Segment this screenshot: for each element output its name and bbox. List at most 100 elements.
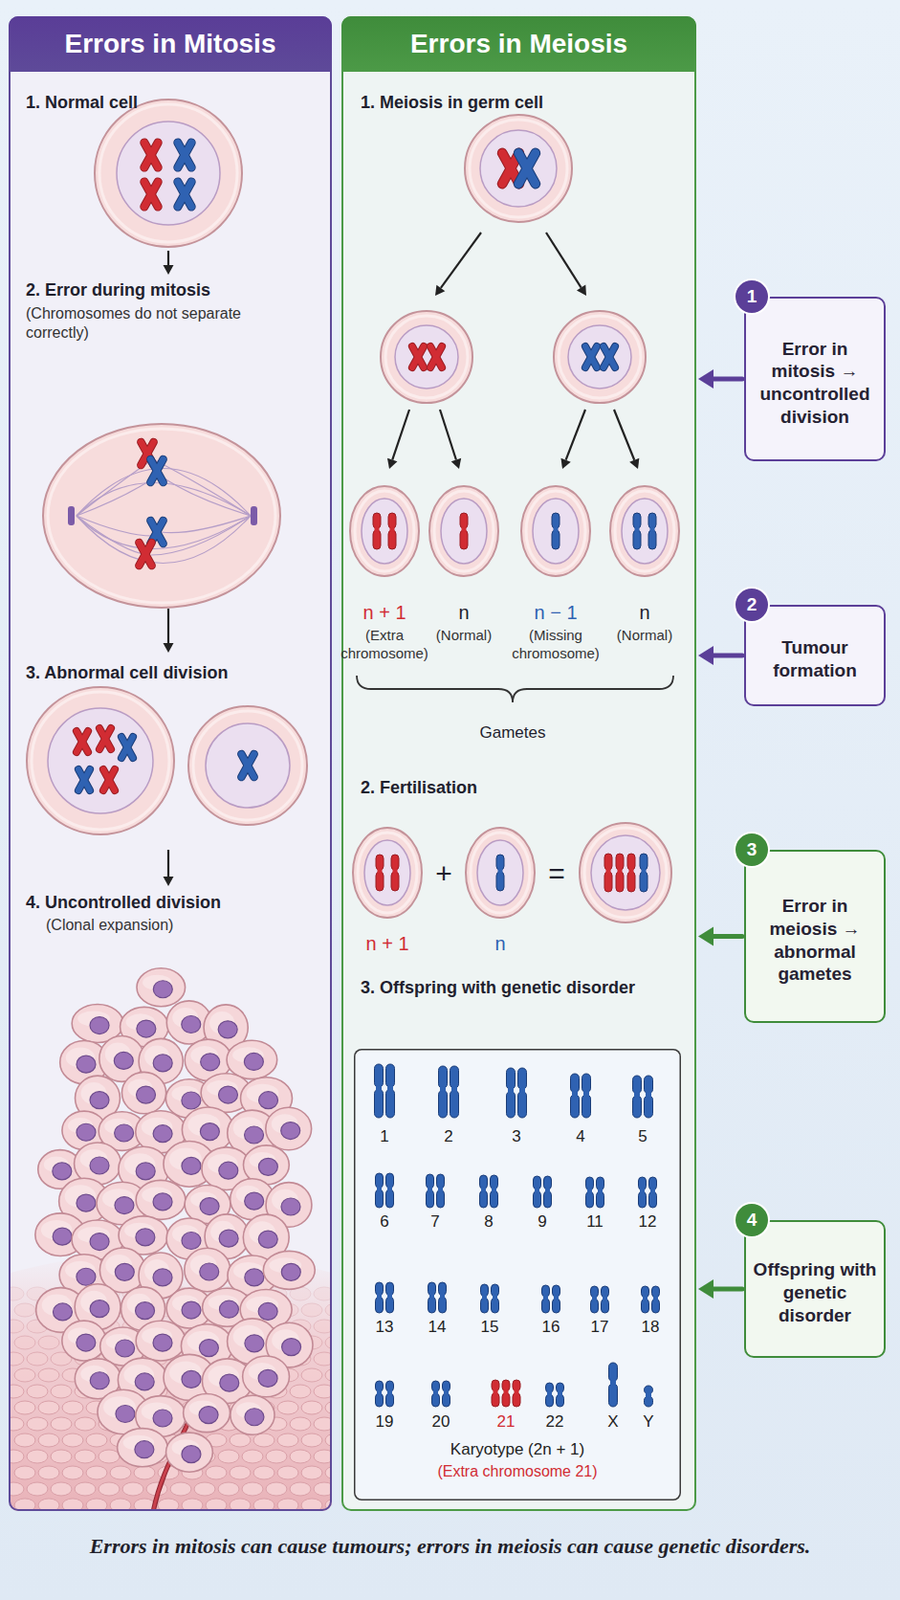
karyotype-chromosomes xyxy=(570,1073,580,1093)
cell-illustration xyxy=(99,104,238,242)
tumour-illustration xyxy=(325,1400,332,1414)
karyotype-chromosomes xyxy=(638,1190,647,1208)
tumour-illustration xyxy=(89,1299,110,1318)
karyotype-chromosomes xyxy=(609,1382,618,1406)
karyotype-chromosomes xyxy=(374,1088,384,1118)
cell-illustration xyxy=(603,346,615,368)
cell-illustration xyxy=(47,428,276,603)
tumour-illustration xyxy=(229,1497,251,1511)
karyotype-caption: Karyotype (2n + 1) xyxy=(450,1439,585,1459)
cell-illustration xyxy=(395,325,459,389)
cell-illustration xyxy=(26,686,175,835)
tumour-illustration xyxy=(89,1371,110,1389)
tumour-illustration xyxy=(258,1157,278,1175)
cell-illustration xyxy=(650,526,656,532)
karyotype-fill xyxy=(353,1048,681,1500)
tumour-illustration xyxy=(253,1497,275,1511)
karyotype-chromosomes xyxy=(432,1392,440,1406)
cell-illustration xyxy=(617,868,623,874)
cell-illustration xyxy=(385,315,468,398)
cell-illustration xyxy=(553,310,646,403)
tumour-illustration xyxy=(277,1465,299,1479)
tumour-illustration xyxy=(135,1228,155,1246)
chromosome-number: X xyxy=(607,1411,618,1431)
flow-arrow xyxy=(167,849,170,877)
chromosome-number: 9 xyxy=(537,1211,547,1231)
chromosome-number: 3 xyxy=(511,1126,521,1146)
tumour-illustration xyxy=(282,1338,302,1356)
karyotype-chromosomes xyxy=(439,1089,448,1118)
label: n − 1 xyxy=(533,600,577,625)
cell-illustration xyxy=(177,181,192,207)
tumour-illustration xyxy=(26,1481,48,1495)
callout-arrow xyxy=(698,645,743,665)
flow-arrow xyxy=(167,608,170,643)
karyotype-chromosomes xyxy=(512,1379,521,1391)
tumour-illustration xyxy=(218,1448,240,1463)
karyotype-chromosomes xyxy=(439,1065,448,1088)
cell-illustration xyxy=(412,346,424,368)
tumour-illustration xyxy=(14,1497,36,1511)
tumour-illustration xyxy=(8,1481,24,1495)
flow-arrow xyxy=(163,264,175,275)
karyotype-chromosomes xyxy=(592,1295,597,1300)
callout-box: Tumour formation2 xyxy=(744,604,886,706)
chromosome-number: 21 xyxy=(497,1411,516,1431)
cell-illustration xyxy=(635,526,640,532)
tumour-illustration xyxy=(313,1481,332,1495)
cell-illustration xyxy=(151,515,251,555)
tumour-illustration xyxy=(199,1122,220,1141)
karyotype-chromosomes xyxy=(386,1392,395,1406)
cell-illustration xyxy=(76,478,154,516)
label: (Normal) xyxy=(419,626,508,645)
tumour-illustration xyxy=(26,1383,48,1398)
karyotype-chromosomes xyxy=(545,1186,550,1192)
cell-illustration xyxy=(99,727,111,749)
tumour-illustration xyxy=(98,1481,120,1495)
tumour-illustration xyxy=(153,980,173,998)
tumour-illustration xyxy=(301,1497,323,1511)
cell-illustration xyxy=(193,710,303,820)
tumour-illustration xyxy=(265,1481,287,1495)
karyotype-chromosomes xyxy=(374,1063,660,1406)
tumour-illustration xyxy=(14,1400,36,1414)
tumour-illustration xyxy=(229,1465,251,1479)
tumour-illustration xyxy=(183,1392,231,1431)
label: (Chromosomes do not separate correctly) xyxy=(25,304,242,343)
karyotype-chromosomes xyxy=(439,1295,447,1313)
karyotype-chromosomes xyxy=(376,1185,382,1191)
callout-number-text: 3 xyxy=(746,837,758,861)
cell-illustration xyxy=(177,142,192,168)
flow-arrow xyxy=(439,409,457,460)
tumour-illustration xyxy=(135,1179,186,1219)
karyotype-chromosomes xyxy=(601,1285,610,1297)
tumour-illustration xyxy=(301,1302,323,1317)
karyotype-chromosomes xyxy=(439,1281,447,1295)
karyotype-chromosomes xyxy=(386,1063,396,1087)
tumour-illustration xyxy=(301,1367,323,1382)
tumour-illustration xyxy=(115,1404,135,1423)
tumour-illustration xyxy=(219,1299,239,1318)
karyotype-chromosomes xyxy=(386,1295,395,1313)
karyotype-chromosomes xyxy=(610,1379,616,1384)
karyotype-chromosomes xyxy=(583,1090,590,1096)
tumour-illustration xyxy=(38,1335,60,1349)
chromosome-number: 18 xyxy=(641,1317,660,1337)
karyotype-chromosomes xyxy=(490,1174,499,1188)
cell-illustration xyxy=(47,707,154,813)
karyotype-chromosomes xyxy=(582,1073,592,1093)
tumour-illustration xyxy=(263,1250,315,1289)
cell-illustration xyxy=(375,854,384,870)
tumour-illustration xyxy=(325,1465,332,1479)
chromosome-number: 2 xyxy=(443,1126,453,1146)
karyotype-chromosomes xyxy=(639,1187,645,1193)
callout-arrow xyxy=(711,653,743,659)
cell-illustration xyxy=(460,529,468,549)
flow-arrow xyxy=(566,409,586,461)
chromosome-number: 20 xyxy=(432,1411,451,1431)
tumour-illustration xyxy=(98,1448,120,1463)
tumour-illustration xyxy=(198,1405,219,1424)
karyotype-chromosomes xyxy=(533,1175,542,1189)
chromosome-number: 11 xyxy=(586,1211,604,1231)
karyotype-chromosomes xyxy=(480,1189,488,1208)
